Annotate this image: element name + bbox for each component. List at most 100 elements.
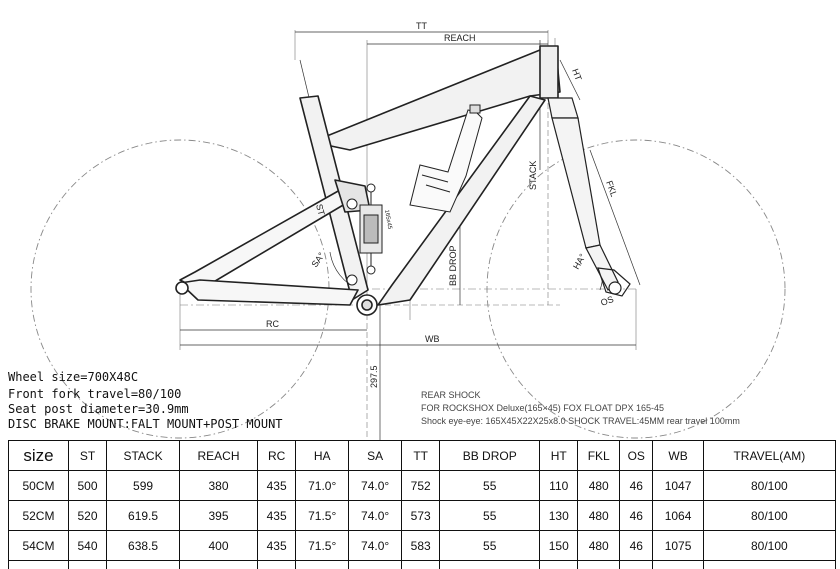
- wheel-size-spec: Wheel size=700X48C: [8, 370, 139, 384]
- cell-sa: 74.0°: [348, 500, 403, 531]
- cell-wb: 1075: [652, 530, 704, 561]
- fkl-label: FKL: [604, 179, 619, 198]
- os-label: OS: [599, 294, 615, 308]
- wheel-offset-label: 297.5: [369, 365, 379, 388]
- cell-reach: 400: [178, 530, 259, 561]
- cell-st: 500: [67, 470, 108, 501]
- cell-travel: 80/100: [702, 530, 837, 561]
- cell-ha: 71.5°: [295, 530, 350, 561]
- header-st: ST: [67, 440, 108, 471]
- ht-label: HT: [570, 67, 584, 82]
- water-bottle: [409, 104, 483, 213]
- header-fkl: FKL: [577, 440, 621, 471]
- cell-stack: 619.5: [106, 500, 180, 531]
- cell-st: 520: [67, 500, 108, 531]
- cell-os: 46: [619, 530, 654, 561]
- header-os: OS: [619, 440, 654, 471]
- cell-rc: 435: [257, 530, 297, 561]
- fork-travel-spec: Front fork travel=80/100: [8, 387, 182, 401]
- cell-travel: 80/100: [702, 560, 837, 569]
- header-rc: RC: [257, 440, 297, 471]
- header-sa: SA: [348, 440, 403, 471]
- cell-sa: 74.0°: [348, 470, 403, 501]
- stack-label: STACK: [528, 161, 538, 190]
- cell-bb-drop: 55: [439, 530, 541, 561]
- cell-fkl: 480: [577, 530, 621, 561]
- cell-size: 56CM: [8, 560, 69, 569]
- cell-os: 46: [619, 500, 654, 531]
- header-ht: HT: [539, 440, 579, 471]
- table-header-row: size ST STACK REACH RC HA SA TT BB DROP …: [8, 440, 837, 471]
- seat-post-spec: Seat post diameter=30.9mm: [8, 402, 189, 416]
- cell-ht: 130: [539, 500, 579, 531]
- st-label: ST: [314, 203, 327, 217]
- cell-ha: 72.0°: [295, 560, 350, 569]
- cell-os: 46: [619, 470, 654, 501]
- cell-ht: 110: [539, 470, 579, 501]
- cell-sa: 74.0°: [348, 530, 403, 561]
- cell-st: 540: [67, 530, 108, 561]
- bb-drop-label: BB DROP: [448, 245, 458, 286]
- cell-rc: 435: [257, 470, 297, 501]
- cell-wb: 1086: [652, 560, 704, 569]
- cell-bb-drop: 55: [439, 470, 541, 501]
- cell-fkl: 480: [577, 500, 621, 531]
- cell-wb: 1047: [652, 470, 704, 501]
- geometry-table: size ST STACK REACH RC HA SA TT BB DROP …: [8, 440, 837, 569]
- header-ha: HA: [295, 440, 350, 471]
- bike-frame: [175, 45, 561, 316]
- header-reach: REACH: [178, 440, 259, 471]
- cell-bb-drop: 55: [439, 500, 541, 531]
- cell-size: 54CM: [8, 530, 69, 561]
- cell-stack: 638.5: [106, 530, 180, 561]
- frame-geometry-drawing: TT REACH HT STACK FKL ST SA° HA° OS BB D…: [30, 21, 786, 440]
- rear-shock: [346, 183, 383, 286]
- cell-stack: 599: [106, 470, 180, 501]
- cell-rc: 435: [257, 500, 297, 531]
- header-travel: TRAVEL(AM): [702, 440, 837, 471]
- cell-ht: 170: [539, 560, 579, 569]
- header-size: size: [8, 440, 69, 471]
- header-stack: STACK: [106, 440, 180, 471]
- tt-label: TT: [416, 21, 427, 31]
- cell-fkl: 480: [577, 470, 621, 501]
- cell-tt: 583: [401, 530, 441, 561]
- cell-bb-drop: 55: [439, 560, 541, 569]
- table-row: 54CM 540 638.5 400 435 71.5° 74.0° 583 5…: [8, 530, 837, 561]
- table-row: 56CM 560 659 410 435 72.0° 74.0° 599 55 …: [8, 560, 837, 569]
- cell-st: 560: [67, 560, 108, 569]
- suspension-fork: [547, 97, 631, 297]
- cell-reach: 410: [178, 560, 259, 569]
- ha-label: HA°: [571, 252, 588, 271]
- rc-label: RC: [266, 319, 279, 329]
- cell-tt: 599: [401, 560, 441, 569]
- rear-shock-title: REAR SHOCK: [421, 390, 481, 400]
- cell-ht: 150: [539, 530, 579, 561]
- header-bb-drop: BB DROP: [439, 440, 541, 471]
- cell-travel: 80/100: [702, 470, 837, 501]
- table-row: 52CM 520 619.5 395 435 71.5° 74.0° 573 5…: [8, 500, 837, 531]
- cell-tt: 752: [401, 470, 441, 501]
- rear-shock-eye-to-eye: Shock eye-eye: 165X45X22X25x8.0 SHOCK TR…: [421, 416, 740, 426]
- cell-travel: 80/100: [702, 500, 837, 531]
- reach-label: REACH: [444, 33, 476, 43]
- shock-mark-label: 165x45: [383, 209, 392, 230]
- header-wb: WB: [652, 440, 704, 471]
- header-tt: TT: [401, 440, 441, 471]
- cell-size: 50CM: [8, 470, 69, 501]
- cell-ha: 71.0°: [295, 470, 350, 501]
- cell-wb: 1064: [652, 500, 704, 531]
- cell-tt: 573: [401, 500, 441, 531]
- cell-rc: 435: [257, 560, 297, 569]
- rear-shock-models: FOR ROCKSHOX Deluxe(165×45) FOX FLOAT DP…: [421, 403, 665, 413]
- cell-os: 46: [619, 560, 654, 569]
- dimension-lines: [180, 31, 641, 440]
- wb-label: WB: [425, 334, 440, 344]
- cell-reach: 395: [178, 500, 259, 531]
- cell-reach: 380: [178, 470, 259, 501]
- cell-ha: 71.5°: [295, 500, 350, 531]
- table-row: 50CM 500 599 380 435 71.0° 74.0° 752 55 …: [8, 470, 837, 501]
- cell-fkl: 480: [577, 560, 621, 569]
- brake-mount-spec: DISC BRAKE MOUNT:FALT MOUNT+POST MOUNT: [8, 417, 283, 431]
